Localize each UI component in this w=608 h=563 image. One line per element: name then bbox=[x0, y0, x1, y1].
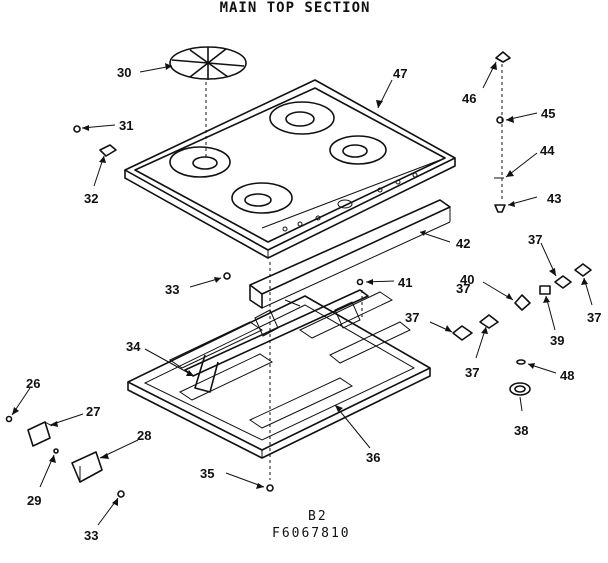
callout-27: 27 bbox=[86, 404, 100, 419]
callout-37-c: 37 bbox=[587, 310, 601, 325]
diagram-code: B2 bbox=[308, 509, 328, 524]
callout-36: 36 bbox=[366, 450, 380, 465]
callout-labels: 30 47 46 45 31 44 43 32 42 33 41 37 40 3… bbox=[26, 65, 601, 543]
callout-38: 38 bbox=[514, 423, 528, 438]
knob-and-valve-parts bbox=[73, 51, 592, 492]
callout-31: 31 bbox=[119, 118, 133, 133]
rear-trim-panel bbox=[249, 199, 451, 309]
callout-37-b: 37 bbox=[405, 310, 419, 325]
callout-43: 43 bbox=[547, 191, 561, 206]
callout-33-top: 33 bbox=[165, 282, 179, 297]
callout-44: 44 bbox=[540, 143, 555, 158]
part-number: F6067810 bbox=[272, 526, 351, 541]
callout-39: 39 bbox=[550, 333, 564, 348]
leader-lines bbox=[11, 61, 593, 526]
callout-48: 48 bbox=[560, 368, 574, 383]
callout-29: 29 bbox=[27, 493, 41, 508]
callout-33-bottom: 33 bbox=[84, 528, 98, 543]
callout-37-d: 37 bbox=[465, 365, 479, 380]
callout-40: 40 bbox=[460, 272, 474, 287]
cooktop-main-top bbox=[124, 79, 456, 259]
diagram-title: MAIN TOP SECTION bbox=[219, 0, 371, 16]
callout-46: 46 bbox=[462, 91, 476, 106]
callout-26: 26 bbox=[26, 376, 40, 391]
callout-30: 30 bbox=[117, 65, 131, 80]
callout-47: 47 bbox=[393, 66, 407, 81]
burner-grate bbox=[169, 46, 247, 80]
callout-42: 42 bbox=[456, 236, 470, 251]
mounting-brackets bbox=[5, 415, 125, 498]
callout-41: 41 bbox=[398, 275, 412, 290]
callout-32: 32 bbox=[84, 191, 98, 206]
burner-box-chassis bbox=[127, 289, 431, 459]
callout-37-a: 37 bbox=[528, 232, 542, 247]
callout-28: 28 bbox=[137, 428, 151, 443]
callout-45: 45 bbox=[541, 106, 555, 121]
callout-34: 34 bbox=[126, 339, 141, 354]
callout-35: 35 bbox=[200, 466, 214, 481]
callout-37-e: 37 bbox=[456, 281, 470, 296]
